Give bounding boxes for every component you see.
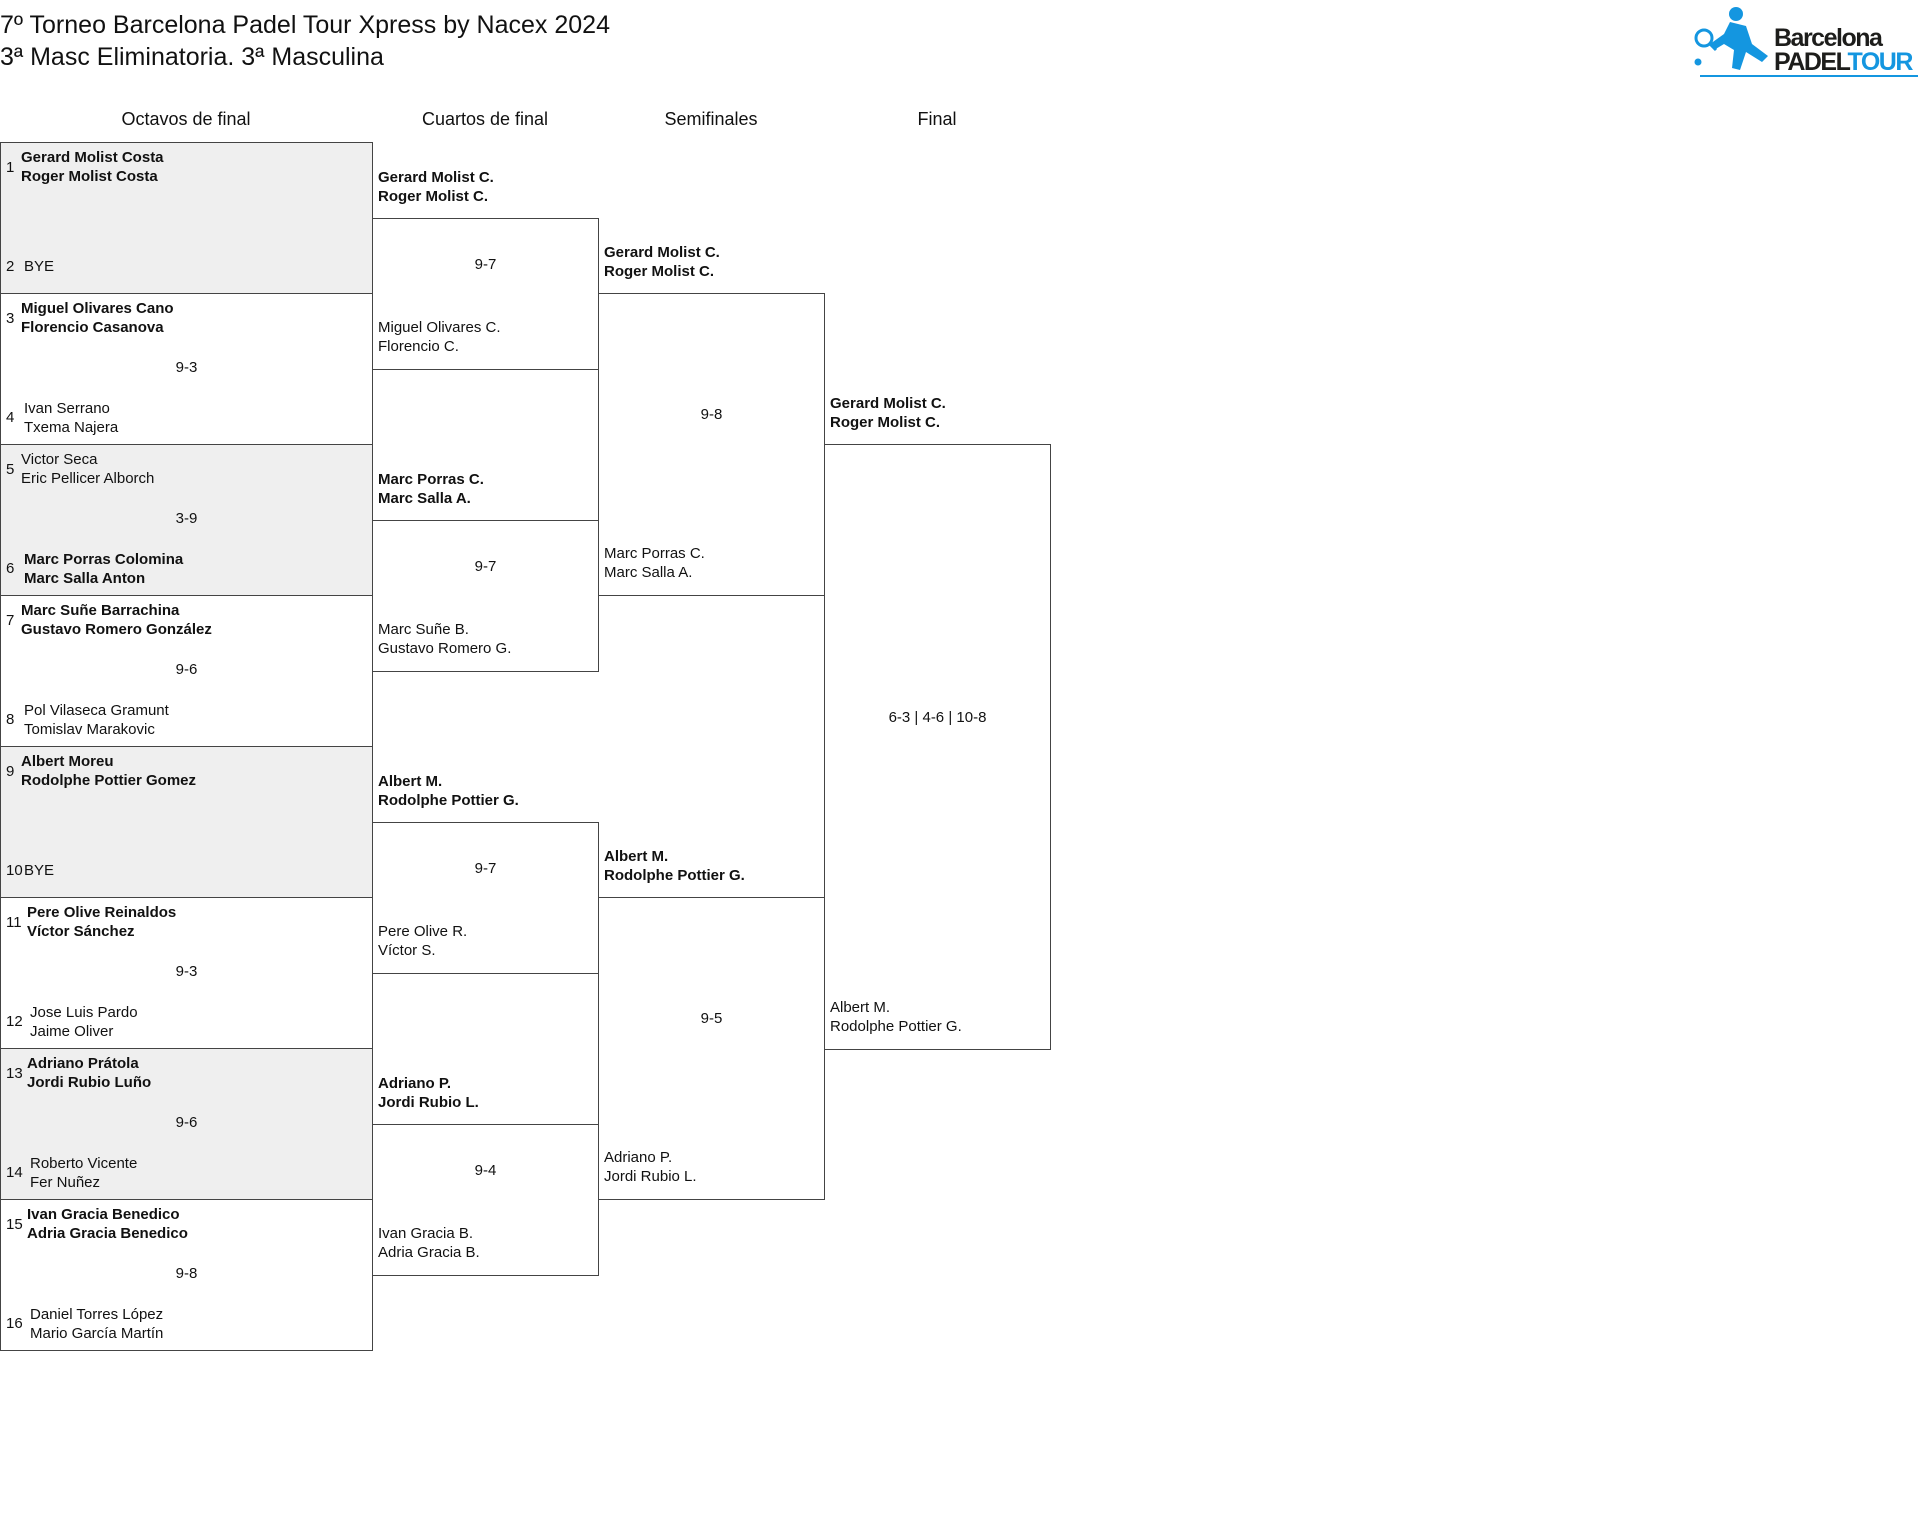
page-title: 7º Torneo Barcelona Padel Tour Xpress by… (0, 11, 610, 39)
seed-number: 2 (6, 258, 15, 275)
seed-number: 1 (6, 159, 15, 176)
team-names: Marc Porras C.Marc Salla A. (378, 471, 484, 507)
match-score: 9-6 (175, 1114, 198, 1131)
seed-number: 5 (6, 461, 15, 478)
match-score: 6-3 | 4-6 | 10-8 (888, 708, 987, 726)
team-names: Albert M.Rodolphe Pottier G. (830, 999, 962, 1035)
round-header-qf: Cuartos de final (421, 109, 549, 129)
seed-number: 12 (6, 1013, 23, 1030)
match-score: 9-5 (700, 1010, 723, 1027)
final-match-box (824, 444, 1051, 1050)
match-score: 9-8 (700, 406, 723, 423)
team-names: Albert M.Rodolphe Pottier G. (604, 848, 745, 884)
match-score: 3-9 (175, 510, 198, 527)
seed-number: 3 (6, 310, 15, 327)
logo-text-padeltour: PADELTOUR (1774, 48, 1913, 76)
team-names: Albert M.Rodolphe Pottier G. (378, 773, 519, 809)
match-score: 9-4 (474, 1161, 497, 1179)
round-header-r16: Octavos de final (121, 109, 251, 129)
seed-number: 13 (6, 1065, 23, 1082)
barcelona-padel-tour-logo: Barcelona PADELTOUR (1690, 4, 1920, 82)
match-score: 9-7 (474, 557, 497, 575)
team-names: Marc Suñe B.Gustavo Romero G. (378, 621, 512, 657)
seed-number: 15 (6, 1216, 23, 1233)
team-names: Gerard Molist C.Roger Molist C. (604, 244, 720, 280)
seed-number: 11 (6, 914, 22, 931)
seed-number: 9 (6, 763, 15, 780)
team-names: Adriano P.Jordi Rubio L. (604, 1149, 697, 1185)
team-names: Gerard Molist C.Roger Molist C. (830, 395, 946, 431)
seed-number: 14 (6, 1164, 23, 1181)
team-names: Miguel Olivares C.Florencio C. (378, 319, 501, 355)
seed-number: 10 (6, 862, 23, 879)
team-names: BYE (24, 862, 55, 879)
r16-match-box (0, 444, 373, 596)
qf-match-box (372, 1124, 599, 1276)
seed-number: 7 (6, 612, 15, 629)
match-score: 9-3 (175, 963, 198, 980)
seed-number: 16 (6, 1315, 23, 1332)
r16-match-box (0, 142, 373, 294)
team-names: Gerard Molist C.Roger Molist C. (378, 169, 494, 205)
padel-player-icon (1694, 7, 1768, 70)
round-header-sf: Semifinales (664, 109, 758, 129)
match-score: 9-7 (474, 255, 497, 273)
page-subtitle: 3ª Masc Eliminatoria. 3ª Masculina (0, 43, 384, 71)
seed-number: 6 (6, 560, 15, 577)
round-header-final: Final (917, 109, 957, 129)
match-score: 9-8 (175, 1265, 198, 1282)
team-names: Ivan Gracia B.Adria Gracia B. (378, 1225, 480, 1261)
logo-underline (1700, 75, 1918, 77)
match-score: 9-6 (175, 661, 198, 678)
team-names: Pere Olive R.Víctor S. (378, 923, 468, 959)
match-score: 9-7 (474, 859, 497, 877)
match-score: 9-3 (175, 359, 198, 376)
qf-match-box (372, 520, 599, 672)
team-names: Adriano P.Jordi Rubio L. (378, 1075, 479, 1111)
r16-match-box (0, 746, 373, 898)
r16-match-box (0, 1048, 373, 1200)
team-names: BYE (24, 258, 55, 275)
seed-number: 8 (6, 711, 15, 728)
logo-text-barcelona: Barcelona (1774, 24, 1883, 52)
team-names: Marc Porras C.Marc Salla A. (604, 545, 705, 581)
seed-number: 4 (6, 409, 15, 426)
